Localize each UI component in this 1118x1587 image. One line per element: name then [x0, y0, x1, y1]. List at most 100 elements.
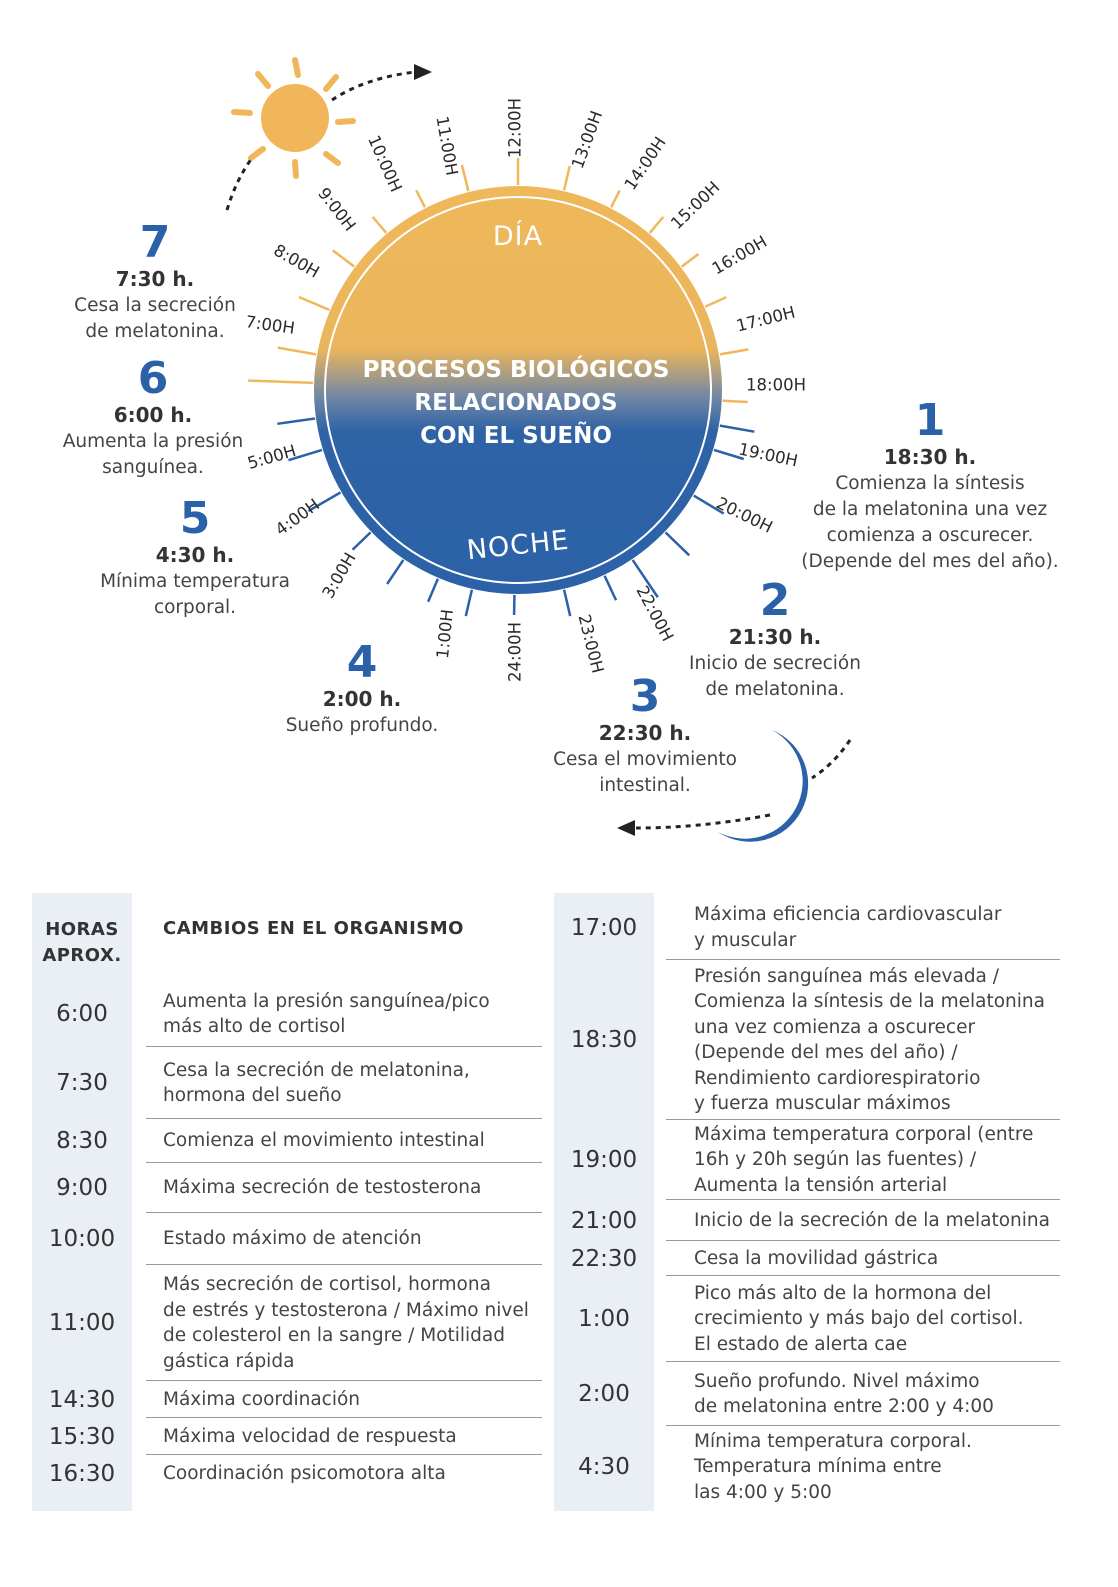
hour-label: 11:00H [432, 115, 461, 177]
sun-arrow-path [331, 70, 416, 102]
row-description: Estado máximo de atención [163, 1228, 422, 1250]
hour-tick [288, 448, 323, 462]
diagram-title: PROCESOS BIOLÓGICOS RELACIONADOS CON EL … [363, 355, 670, 449]
moon-arrow-tail [811, 739, 852, 780]
note-6-text: Aumenta la presión sanguínea. [62, 431, 244, 478]
hour-tick [351, 531, 372, 551]
sleep-clock-diagram: DÍA NOCHE PROCESOS BIOLÓGICOS RELACIONAD… [38, 57, 1070, 842]
row-divider [666, 1360, 1060, 1362]
hour-tick [386, 559, 405, 585]
row-description: Presión sanguínea más elevada / Comienza… [694, 965, 1045, 1115]
row-description: Comienza el movimiento intestinal [163, 1130, 485, 1152]
note-2-number: 2 [759, 575, 791, 626]
hour-tick [371, 216, 388, 234]
table-row: 19:00 Máxima temperatura corporal (entre … [554, 1120, 1060, 1200]
row-hour: 1:00 [578, 1306, 630, 1332]
hour-tick [680, 252, 700, 268]
moon-arrow-path [635, 813, 771, 830]
hour-tick [307, 491, 342, 513]
hour-label: 13:00H [568, 108, 606, 171]
row-hour: 19:00 [570, 1147, 638, 1173]
note-2: 2 21:30 h. Inicio de secreción de melato… [660, 578, 890, 703]
row-description: Mínima temperatura corporal. Temperatura… [694, 1430, 972, 1503]
hour-label: 16:00H [709, 232, 770, 278]
row-description: Pico más alto de la hormona del crecimie… [694, 1282, 1024, 1355]
hour-tick [713, 448, 745, 461]
note-3-time: 22:30 h. [598, 721, 692, 745]
hour-tick [331, 249, 356, 268]
row-hour: 8:30 [56, 1128, 108, 1154]
note-5-number: 5 [179, 493, 211, 544]
row-hour: 9:00 [56, 1175, 108, 1201]
hour-label: 24:00H [506, 622, 525, 682]
hour-tick [631, 559, 659, 598]
hour-tick [277, 417, 316, 426]
hour-label: 20:00H [713, 493, 775, 536]
row-hour: 16:30 [48, 1461, 116, 1487]
hour-tick [704, 296, 727, 308]
row-divider [666, 1198, 1060, 1200]
hour-tick [562, 165, 571, 191]
row-divider [146, 1453, 542, 1455]
row-divider [146, 1263, 542, 1265]
note-1: 1 18:30 h. Comienza la síntesis de la me… [790, 398, 1070, 575]
hour-tick [722, 399, 748, 404]
row-description: Aumenta la presión sanguínea/pico más al… [163, 990, 490, 1038]
row-divider [666, 1274, 1060, 1276]
hours-column-bg-right [554, 893, 654, 1511]
hour-label: 10:00H [364, 132, 406, 195]
table-row: 16:30 Coordinación psicomotora alta [32, 1455, 542, 1493]
row-description: Máxima secreción de testosterona [163, 1177, 482, 1199]
hour-tick [415, 189, 427, 208]
table-row: 17:00 Máxima eficiencia cardiovascular y … [554, 895, 1060, 960]
row-description: Máxima temperatura corporal (entre 16h y… [694, 1123, 1034, 1196]
hour-tick [460, 164, 470, 192]
row-divider [146, 1161, 542, 1163]
moon-arrow-head [617, 820, 635, 836]
note-6-time: 6:00 h. [113, 403, 193, 427]
row-description: Más secreción de cortisol, hormona de es… [163, 1274, 529, 1372]
row-description: Coordinación psicomotora alta [163, 1463, 446, 1485]
row-description: Máxima eficiencia cardiovascular y muscu… [694, 904, 1002, 951]
note-1-number: 1 [914, 395, 946, 446]
hour-label: 18:00H [746, 376, 806, 395]
diagram-title-line-1: PROCESOS BIOLÓGICOS [363, 355, 670, 383]
note-6: 6 6:00 h. Aumenta la presión sanguínea. [38, 356, 268, 481]
row-description: Inicio de la secreción de la melatonina [694, 1209, 1050, 1231]
hour-tick [693, 494, 725, 515]
hour-tick [719, 348, 749, 356]
hour-tick [277, 346, 317, 356]
hour-tick [248, 379, 314, 385]
note-4: 4 2:00 h. Sueño profundo. [252, 640, 472, 739]
table-row: 1:00 Pico más alto de la hormona del crec… [554, 1276, 1060, 1362]
note-2-text: Inicio de secreción de melatonina. [689, 653, 861, 700]
changes-table-left: HORAS APROX. CAMBIOS EN EL ORGANISMO 6:0… [32, 893, 542, 1511]
note-4-text: Sueño profundo. [285, 715, 439, 736]
row-divider [146, 1117, 542, 1119]
row-description: Sueño profundo. Nivel máximo de melatoni… [694, 1370, 994, 1418]
hour-tick [719, 424, 755, 433]
hour-tick [298, 295, 330, 312]
note-3-text: Cesa el movimiento intestinal. [553, 749, 737, 796]
row-hour: 6:00 [56, 1001, 108, 1027]
hour-label: 15:00H [667, 178, 723, 233]
changes-table-right: 17:00 Máxima eficiencia cardiovascular y … [554, 893, 1060, 1511]
note-1-text: Comienza la síntesis de la melatonina un… [801, 473, 1059, 572]
clock-svg: DÍA NOCHE PROCESOS BIOLÓGICOS RELACIONAD… [225, 57, 852, 842]
note-2-time: 21:30 h. [728, 625, 822, 649]
table-row: 8:30 Comienza el movimiento intestinal [32, 1119, 542, 1163]
row-description: Máxima velocidad de respuesta [163, 1425, 457, 1447]
row-divider [146, 1379, 542, 1381]
sun-icon [231, 57, 356, 179]
row-description: Cesa la movilidad gástrica [694, 1247, 939, 1269]
row-divider [146, 1416, 542, 1418]
row-hour: 17:00 [570, 914, 638, 941]
hour-tick [603, 575, 618, 601]
diagram-title-line-3: CON EL SUEÑO [420, 421, 612, 449]
